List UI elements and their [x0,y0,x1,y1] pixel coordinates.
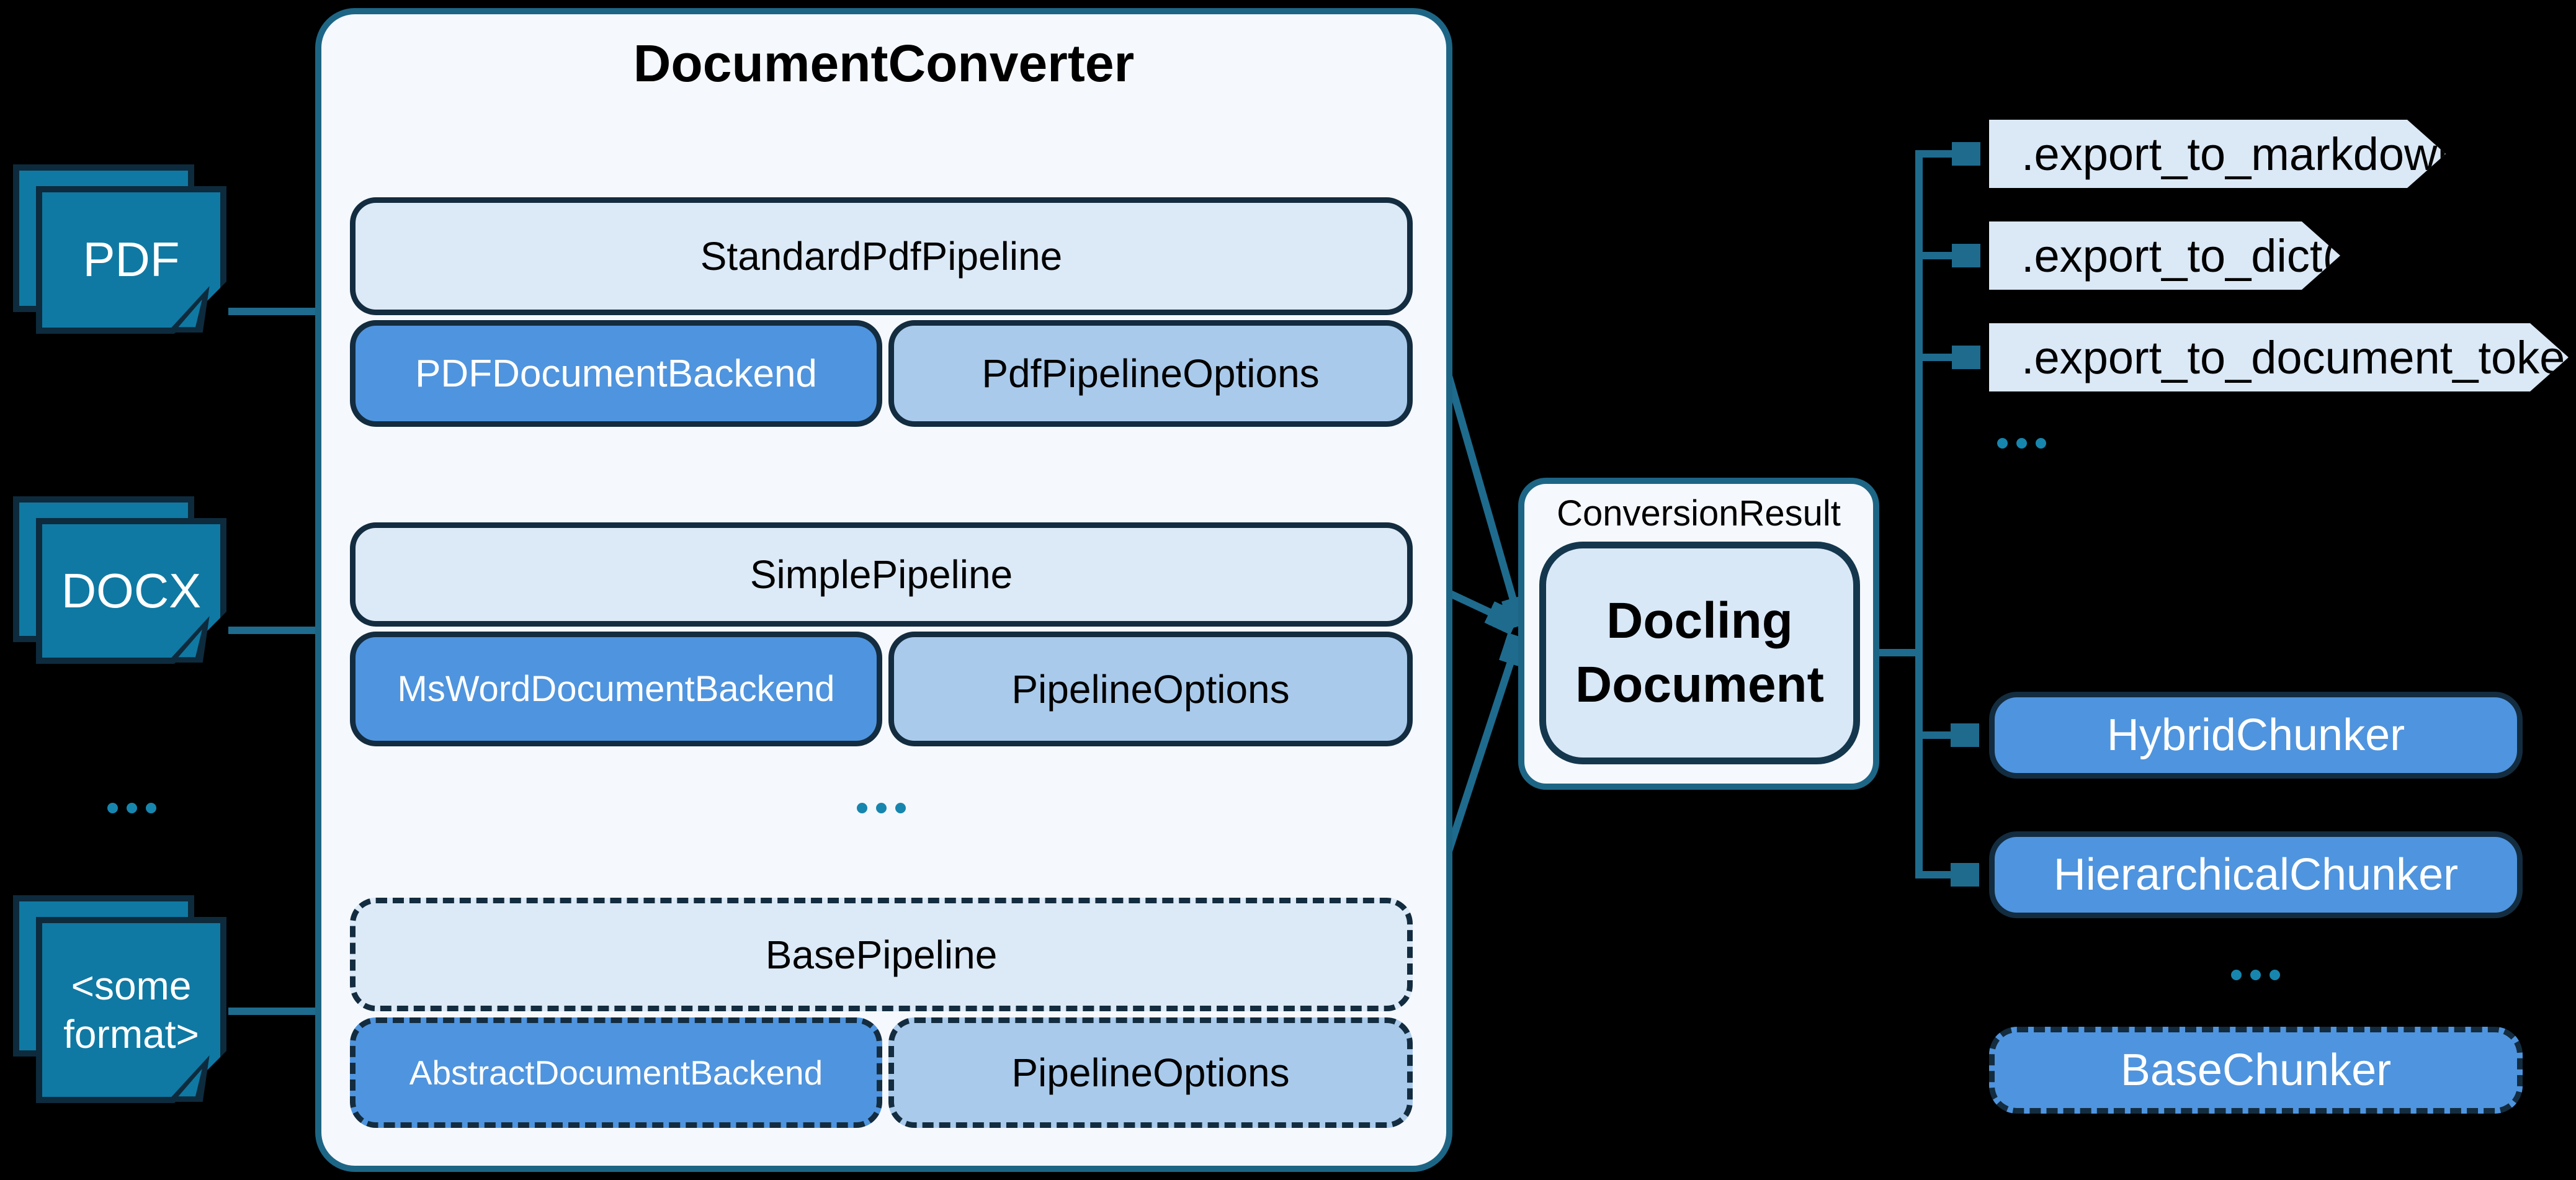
simple-pipeline-box: SimplePipeline [350,522,1413,627]
ellipsis-exports [1997,438,2046,449]
pipeline-options-label: PipelineOptions [1011,666,1290,712]
simple-pipeline-label: SimplePipeline [749,552,1013,597]
standard-pdf-pipeline-box: StandardPdfPipeline [350,197,1413,315]
hybrid-chunker-box: HybridChunker [1989,692,2523,779]
hierarchical-chunker-label: HierarchicalChunker [2053,850,2459,900]
base-chunker-box: BaseChunker [1989,1027,2523,1114]
ellipsis-sources [107,803,156,813]
export-to-dict-tag: .export_to_dict() [1989,221,2340,290]
pdf-label: PDF [83,232,180,287]
abstract-document-backend-box: AbstractDocumentBackend [350,1017,882,1128]
hybrid-chunker-label: HybridChunker [2106,710,2405,760]
conversion-result-label: ConversionResult [1557,493,1841,534]
document-converter-title: DocumentConverter [633,34,1135,92]
export-to-document-tokens-label: .export_to_document_tokens() [2021,331,2565,383]
pipeline-options-box: PipelineOptions [888,632,1413,746]
hierarchical-chunker-box: HierarchicalChunker [1989,831,2523,918]
ellipsis-chunkers [2231,970,2280,980]
base-pipeline-options-label: PipelineOptions [1011,1050,1290,1095]
pdf-pipeline-options-label: PdfPipelineOptions [982,351,1320,396]
pdf-document-icon: PDF [36,186,226,334]
export-to-document-tokens-tag: .export_to_document_tokens() [1989,323,2569,391]
base-pipeline-options-box: PipelineOptions [888,1017,1413,1128]
some-format-label: <some format> [63,963,199,1057]
docling-document-label: Docling Document [1575,592,1824,713]
base-pipeline-label: BasePipeline [765,932,998,977]
msword-document-backend-label: MsWordDocumentBackend [397,669,835,709]
some-format-document-icon: <some format> [36,917,226,1103]
docx-document-icon: DOCX [36,518,226,664]
standard-pdf-pipeline-label: StandardPdfPipeline [700,234,1063,279]
base-pipeline-box: BasePipeline [350,898,1413,1011]
pdf-document-backend-box: PDFDocumentBackend [350,320,882,427]
pdf-document-backend-label: PDFDocumentBackend [415,352,817,395]
docx-label: DOCX [61,563,202,618]
export-to-dict-label: .export_to_dict() [2021,230,2353,282]
export-to-markdown-tag: .export_to_markdown() [1989,120,2446,188]
docling-document-box: Docling Document [1539,542,1860,764]
base-chunker-label: BaseChunker [2120,1045,2392,1095]
ellipsis-pipelines [857,803,906,813]
msword-document-backend-box: MsWordDocumentBackend [350,632,882,746]
abstract-document-backend-label: AbstractDocumentBackend [409,1053,823,1092]
pdf-pipeline-options-box: PdfPipelineOptions [888,320,1413,427]
export-to-markdown-label: .export_to_markdown() [2021,128,2493,180]
